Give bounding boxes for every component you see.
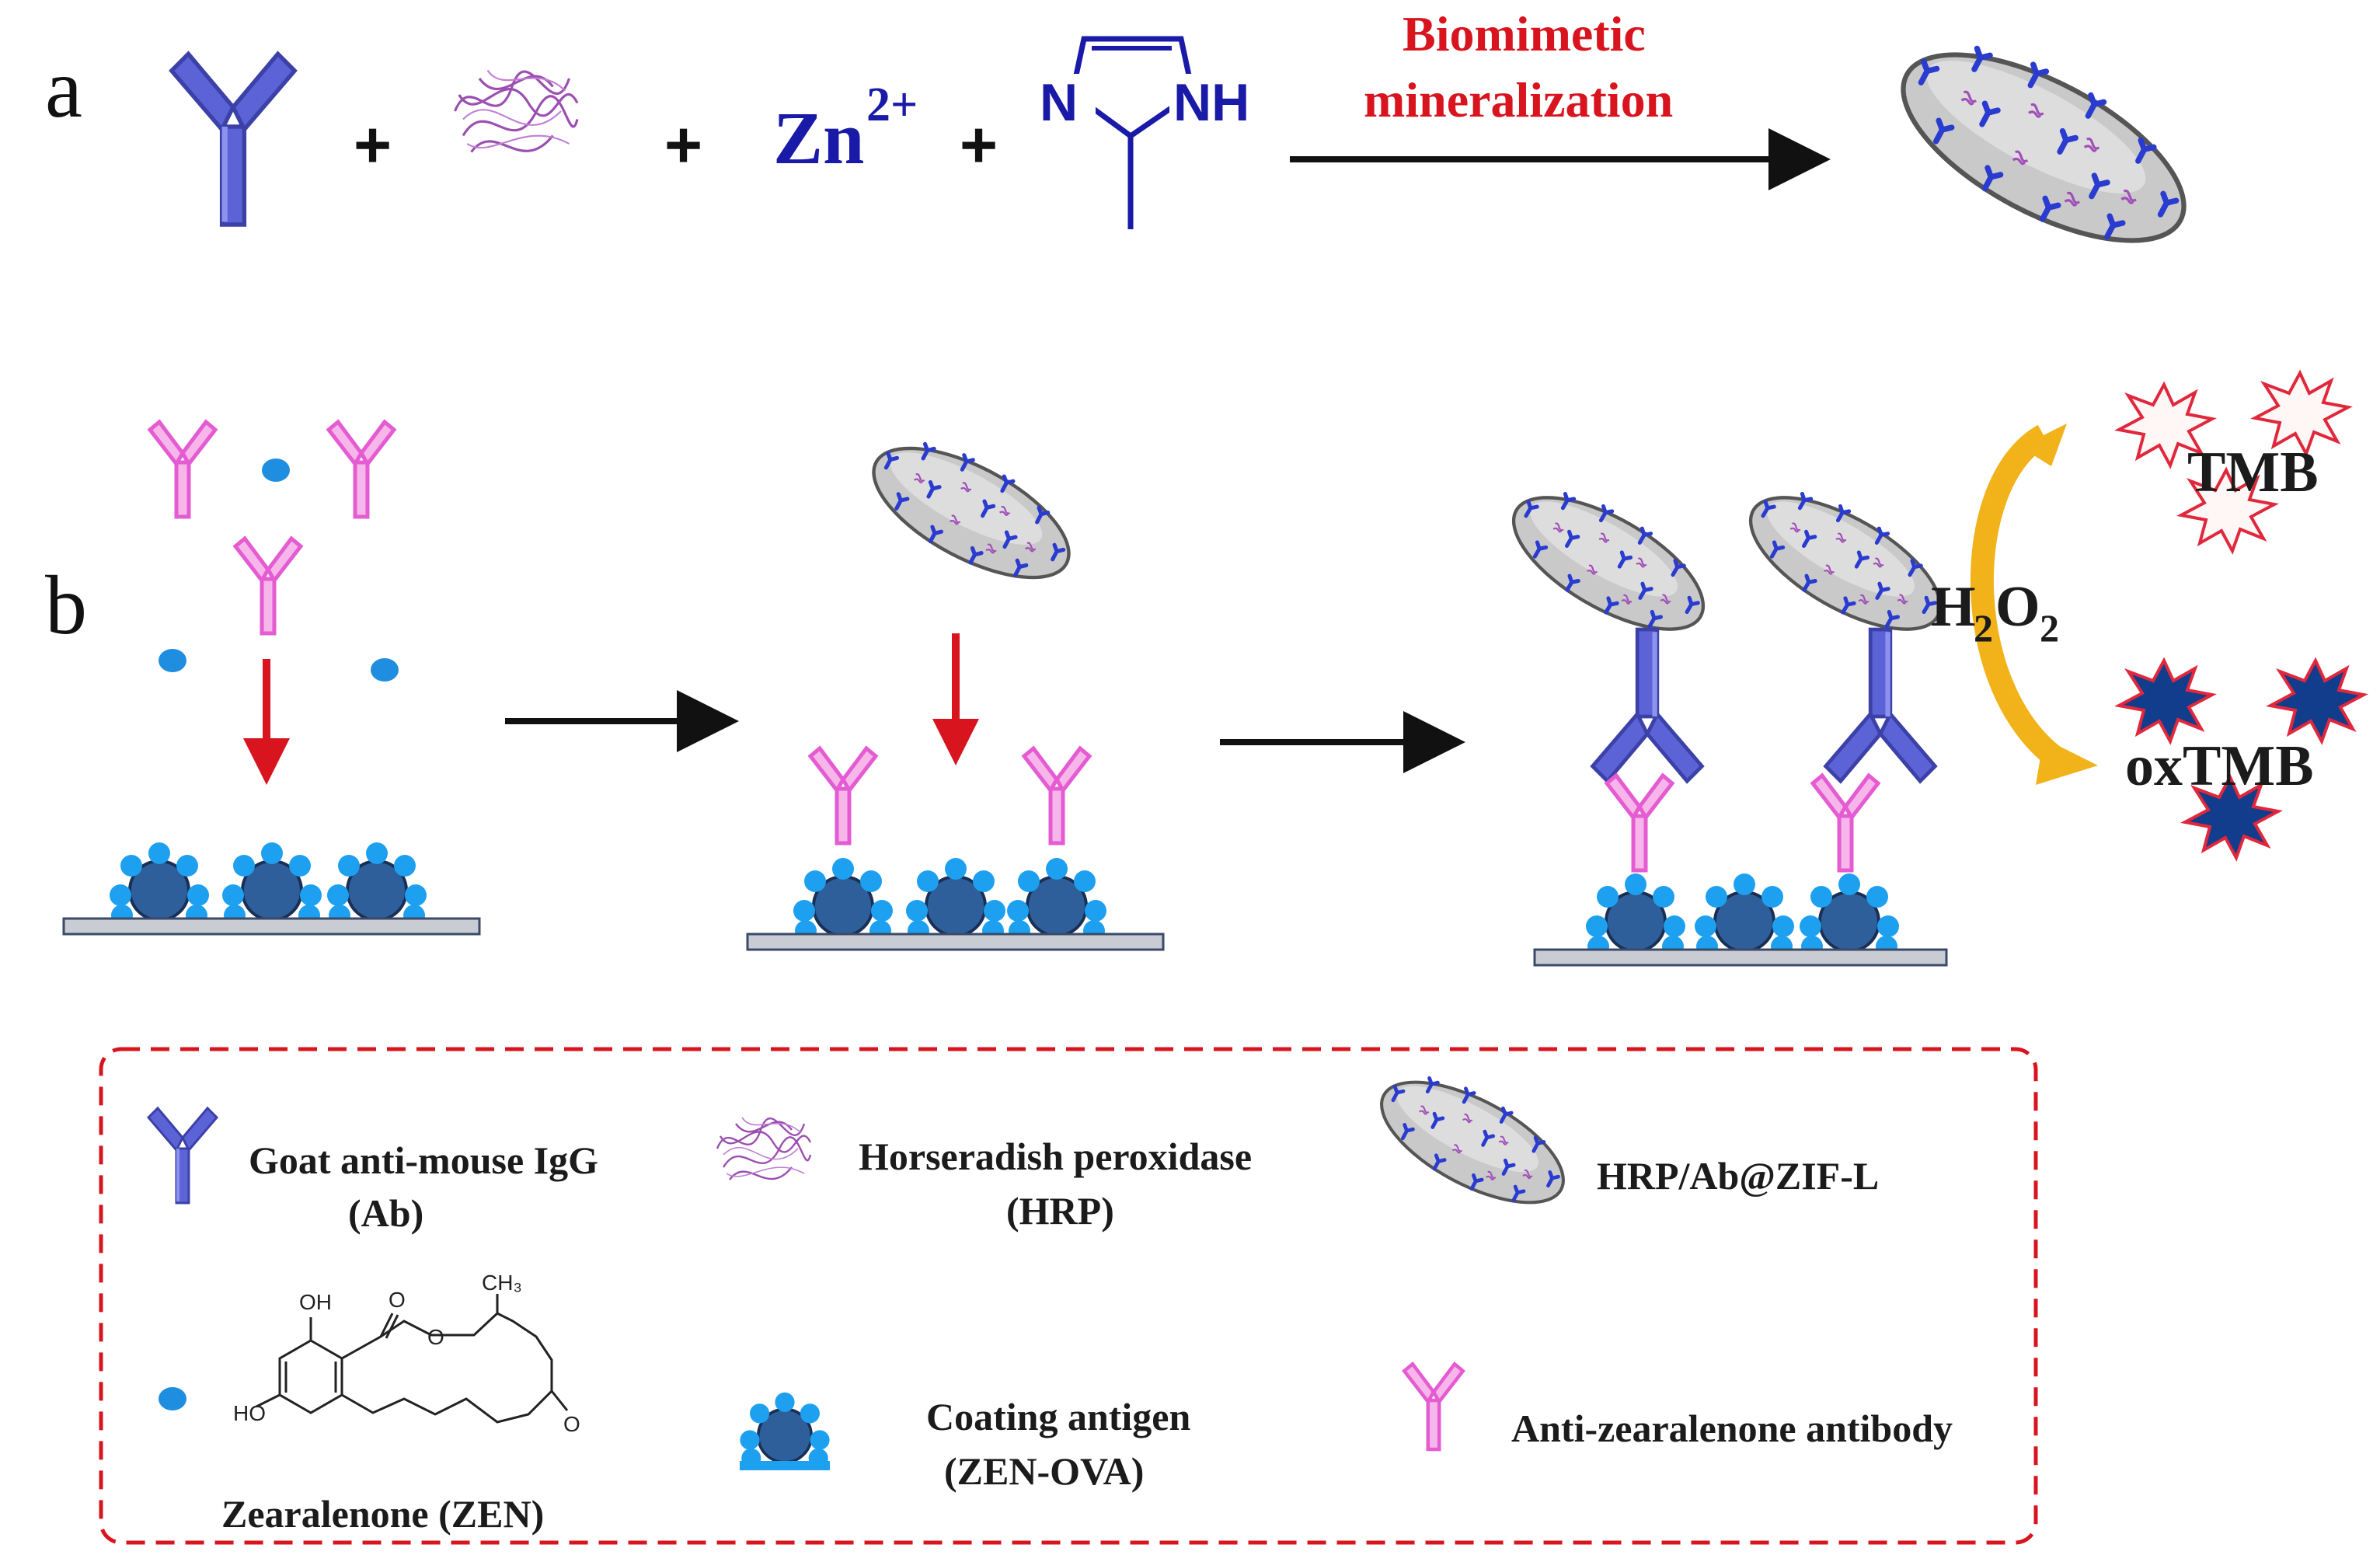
imidazole-n: N	[1040, 73, 1078, 132]
zen-dot	[159, 649, 186, 672]
coating-antigen-icon	[738, 1391, 831, 1470]
zen-o1: O	[389, 1288, 406, 1312]
hrp-ab-zif-composite	[1876, 14, 2212, 277]
goat-antibody-icon	[172, 54, 294, 225]
legend-hrp: Horseradish peroxidase (HRP)	[716, 1116, 1252, 1232]
hrp-enzyme-icon	[453, 68, 579, 154]
zen-dot	[262, 458, 290, 482]
zinc-ion: Zn 2+	[773, 78, 918, 180]
legend-anti-zen-label: Anti-zearalenone antibody	[1511, 1407, 1953, 1450]
biomimetic-mineralization-label: Biomimetic mineralization	[1364, 6, 1673, 127]
zen-o2: O	[427, 1325, 444, 1349]
anti-zen-antibody-icon	[329, 422, 394, 517]
catalysis-arrow	[1970, 424, 2074, 776]
zen-ch3: CH₃	[482, 1271, 522, 1295]
tmb-oxidation: TMB H 2 O 2 oxTMB	[1931, 371, 2365, 859]
imidazole-nh: NH	[1173, 73, 1249, 132]
h2o2-h: H	[1931, 575, 1976, 639]
h2o2-sub2: 2	[2040, 606, 2059, 650]
zen-dot	[371, 658, 399, 682]
legend-anti-zen: Anti-zearalenone antibody	[1404, 1364, 1953, 1450]
legend-ab-line1: Goat anti-mouse IgG	[249, 1138, 598, 1182]
tmb-label: TMB	[2187, 441, 2319, 504]
legend-ab: Goat anti-mouse IgG (Ab)	[147, 1107, 598, 1235]
legend-composite-label: HRP/Ab@ZIF-L	[1597, 1154, 1879, 1198]
goat-antibody-icon	[147, 1107, 218, 1205]
plus-sign: +	[960, 108, 998, 181]
h2o2-sub1: 2	[1974, 606, 1993, 650]
legend-coating-antigen: Coating antigen (ZEN-OVA)	[738, 1391, 1191, 1493]
step1-plate	[62, 841, 481, 936]
legend-zen: OH HO O O CH₃ O Zearalenone (ZEN)	[159, 1271, 580, 1536]
plus-sign: +	[664, 108, 702, 181]
legend-hrp-line1: Horseradish peroxidase	[859, 1135, 1252, 1178]
plus-sign: +	[354, 108, 392, 181]
process-line1: Biomimetic	[1403, 6, 1646, 61]
legend-box	[99, 1047, 2038, 1545]
legend-ab-line2: (Ab)	[348, 1191, 423, 1235]
process-line2: mineralization	[1364, 72, 1673, 127]
legend-zen-label: Zearalenone (ZEN)	[221, 1492, 544, 1536]
step1-free-antibodies	[150, 422, 399, 682]
anti-zen-antibody-icon	[235, 539, 301, 633]
legend-hrp-line2: (HRP)	[1006, 1189, 1114, 1232]
h2o2-o: O	[1995, 575, 2040, 639]
legend-coating-line2: (ZEN-OVA)	[944, 1449, 1144, 1493]
legend-coating-line1: Coating antigen	[926, 1395, 1191, 1438]
zen-oh: OH	[299, 1290, 332, 1314]
zen-dot	[159, 1387, 186, 1410]
oxtmb-burst-icon	[2269, 659, 2365, 743]
anti-zen-antibody-icon	[1404, 1364, 1463, 1449]
step2-plate	[746, 748, 1165, 951]
panel-a-label: a	[45, 43, 82, 135]
2-methylimidazole-structure: N NH	[1033, 36, 1267, 229]
zinc-charge: 2+	[866, 78, 918, 131]
legend-composite: HRP/Ab@ZIF-L	[1364, 1056, 1879, 1227]
oxtmb-label: oxTMB	[2125, 734, 2314, 798]
zen-ho: HO	[233, 1401, 266, 1425]
panel-b-label: b	[45, 560, 87, 652]
zen-o3: O	[563, 1412, 580, 1436]
oxtmb-burst-icon	[2117, 659, 2214, 743]
zen-structure	[256, 1294, 569, 1424]
zinc-symbol: Zn	[773, 96, 864, 180]
step3-sandwich	[1494, 469, 1961, 967]
anti-zen-antibody-icon	[150, 422, 215, 517]
hrp-ab-zif-composite	[855, 420, 1089, 604]
